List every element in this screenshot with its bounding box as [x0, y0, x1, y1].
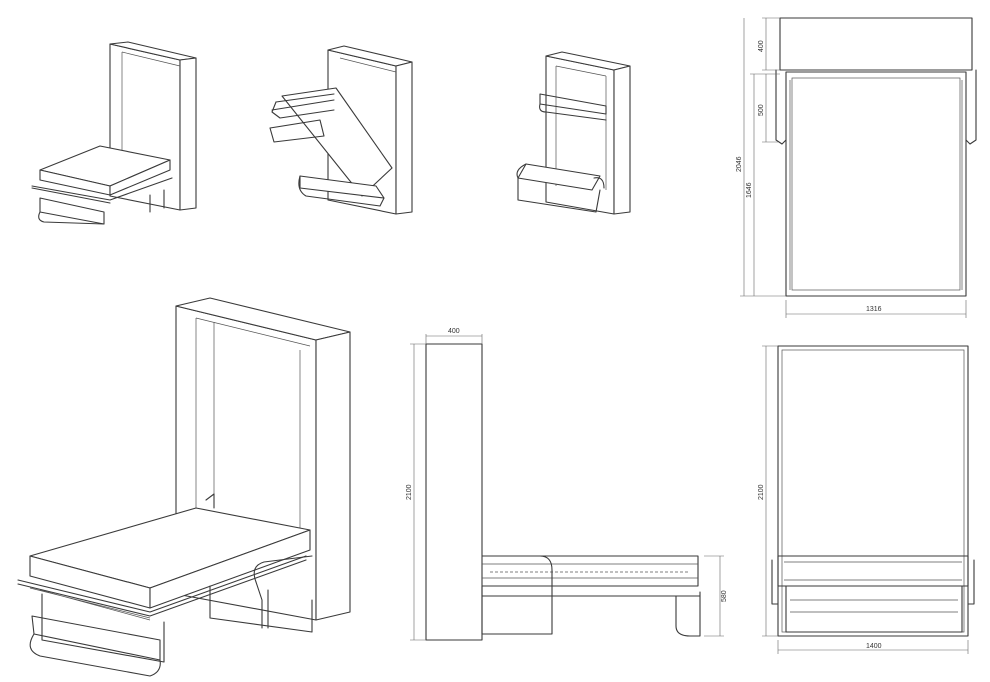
front-view-closed: 400 500 2046 1646 1316	[736, 17, 977, 318]
dim-top-height: 400	[758, 40, 765, 52]
iso-folding-bed-small	[269, 45, 413, 215]
dim-inner-height: 1646	[746, 182, 753, 198]
iso-closed-sofa-small	[516, 51, 631, 215]
dim-depth: 400	[448, 328, 460, 335]
iso-open-bed-large	[17, 297, 351, 677]
dim-upper-height: 500	[758, 104, 765, 116]
iso-open-bed-small	[31, 41, 197, 225]
dim-total-height: 2046	[736, 156, 743, 172]
dim-bed-height: 580	[721, 590, 728, 602]
side-view-open: 400 2100 580	[406, 328, 728, 641]
dim-front-height: 2100	[758, 484, 765, 500]
dim-width: 1316	[866, 306, 882, 313]
front-view-open: 2100 1400	[758, 345, 975, 654]
dim-front-width: 1400	[866, 643, 882, 650]
dim-side-height: 2100	[406, 484, 413, 500]
